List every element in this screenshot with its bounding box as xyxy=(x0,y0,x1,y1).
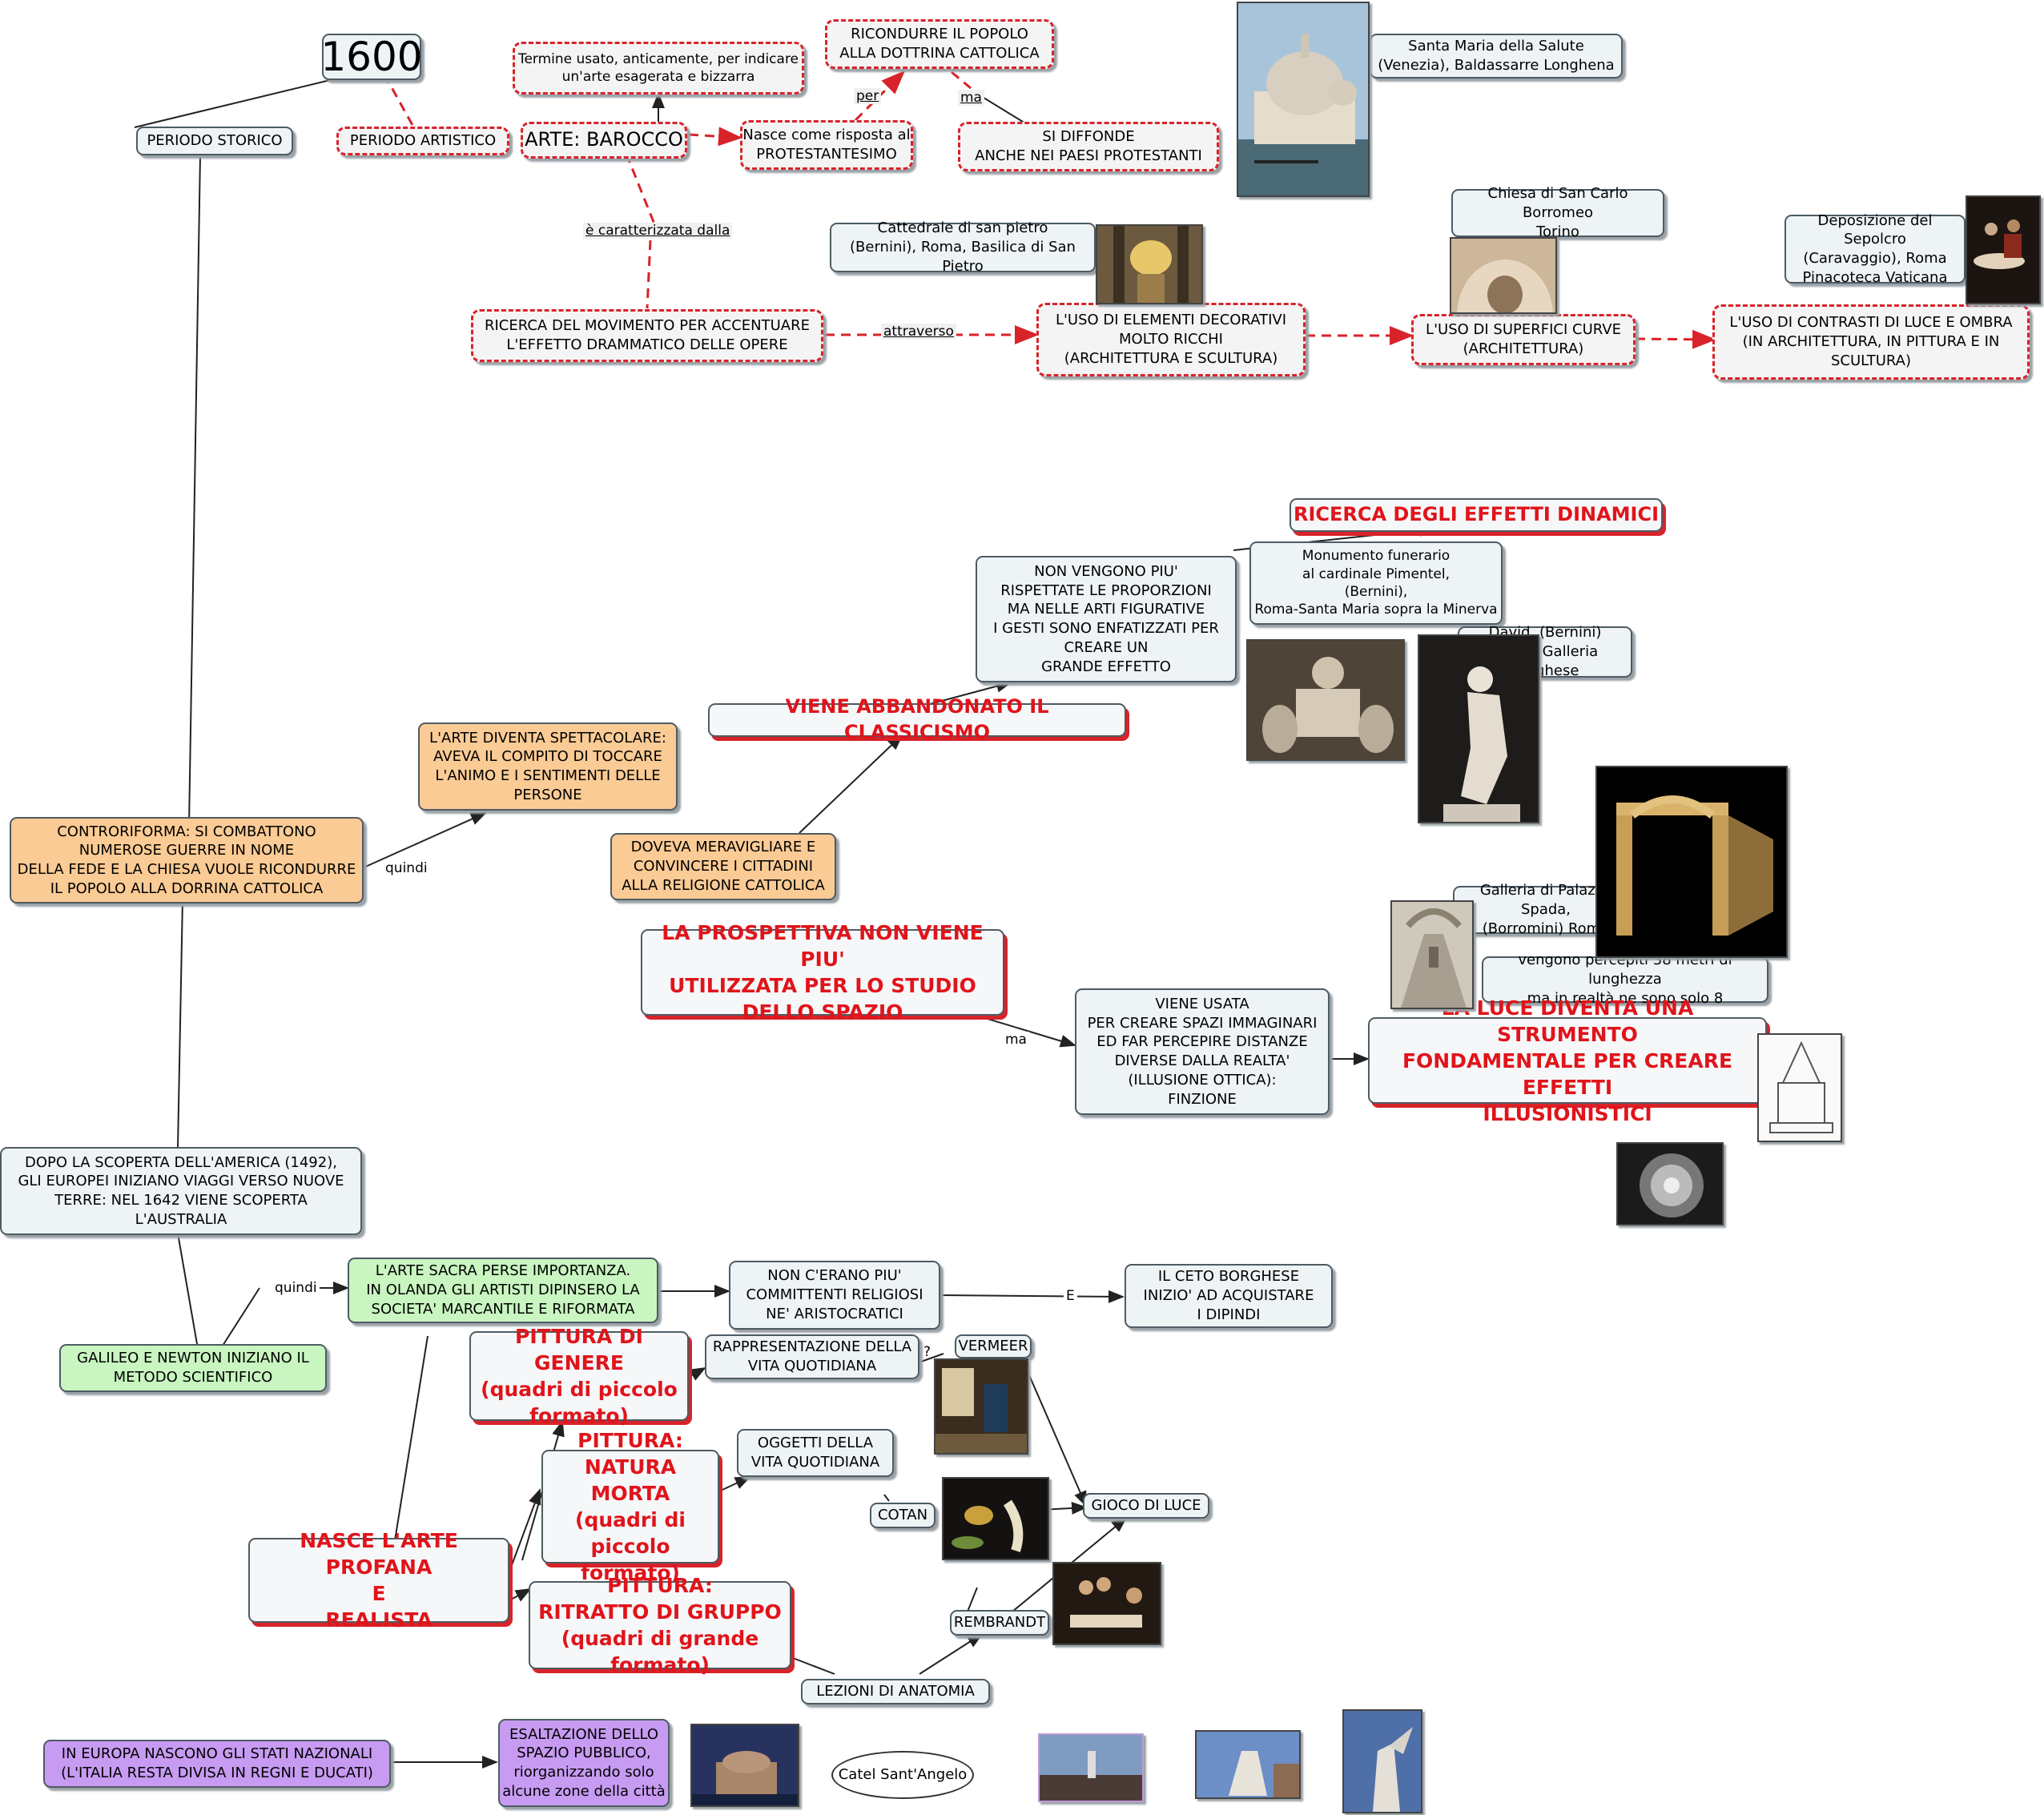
node-committenti[interactable]: NON C'ERANO PIU' COMMITTENTI RELIGIOSI N… xyxy=(729,1261,940,1330)
link-label-per: per xyxy=(854,88,881,104)
angelo-statua-image[interactable] xyxy=(1195,1730,1301,1799)
link-label-question: ? xyxy=(921,1344,933,1360)
link-label-quindi-2: quindi xyxy=(272,1280,320,1296)
node-dopo-scoperta[interactable]: DOPO LA SCOPERTA DELL'AMERICA (1492), GL… xyxy=(0,1147,362,1235)
node-ricerca-dinamici[interactable]: RICERCA DEGLI EFFETTI DINAMICI xyxy=(1290,498,1663,532)
angelo-ponte-image[interactable] xyxy=(1342,1709,1422,1813)
node-catel[interactable]: Catel Sant'Angelo xyxy=(831,1751,974,1799)
node-controriforma[interactable]: CONTRORIFORMA: SI COMBATTONO NUMEROSE GU… xyxy=(10,817,364,903)
node-uso-contrasti[interactable]: L'USO DI CONTRASTI DI LUCE E OMBRA (IN A… xyxy=(1712,304,2030,380)
node-arte-barocco[interactable]: ARTE: BAROCCO xyxy=(521,122,687,159)
cupola-image[interactable] xyxy=(1616,1142,1724,1225)
chiesa-san-carlo-image[interactable] xyxy=(1450,237,1557,314)
cattedrale-san-pietro-image[interactable] xyxy=(1096,224,1203,304)
link-label-e: E xyxy=(1064,1288,1077,1304)
node-periodo-artistico[interactable]: PERIODO ARTISTICO xyxy=(336,127,509,155)
node-periodo-storico[interactable]: PERIODO STORICO xyxy=(136,127,293,155)
node-ricondurre[interactable]: RICONDURRE IL POPOLO ALLA DOTTRINA CATTO… xyxy=(825,19,1054,69)
node-cotan[interactable]: COTAN xyxy=(870,1503,935,1528)
santa-maria-salute-image[interactable] xyxy=(1237,2,1370,197)
node-si-diffonde[interactable]: SI DIFFONDE ANCHE NEI PAESI PROTESTANTI xyxy=(958,122,1219,171)
node-ricerca-movimento[interactable]: RICERCA DEL MOVIMENTO PER ACCENTUARE L'E… xyxy=(471,309,823,362)
deposizione-caravaggio-image[interactable] xyxy=(1966,195,2041,304)
title-1600[interactable]: 1600 xyxy=(322,34,421,80)
node-oggetti[interactable]: OGGETTI DELLA VITA QUOTIDIANA xyxy=(737,1429,894,1477)
prospettiva-spada-image[interactable] xyxy=(1595,766,1788,958)
node-gioco-luce[interactable]: GIOCO DI LUCE xyxy=(1083,1493,1209,1519)
node-nasce-risposta[interactable]: Nasce come risposta al PROTESTANTESIMO xyxy=(740,120,913,170)
vermeer-image[interactable] xyxy=(934,1358,1028,1455)
node-arte-sacra[interactable]: L'ARTE SACRA PERSE IMPORTANZA. IN OLANDA… xyxy=(348,1258,658,1323)
monumento-pimentel-image[interactable] xyxy=(1246,639,1405,761)
node-prospettiva[interactable]: LA PROSPETTIVA NON VIENE PIU' UTILIZZATA… xyxy=(641,929,1004,1016)
link-label-ma: ma xyxy=(958,90,984,106)
tempietto-image[interactable] xyxy=(1757,1033,1842,1142)
node-meravigliare[interactable]: DOVEVA MERAVIGLIARE E CONVINCERE I CITTA… xyxy=(610,833,836,900)
node-ceto[interactable]: IL CETO BORGHESE INIZIO' AD ACQUISTARE I… xyxy=(1125,1264,1333,1328)
node-uso-decorativi[interactable]: L'USO DI ELEMENTI DECORATIVI MOLTO RICCH… xyxy=(1036,303,1306,376)
node-vermeer[interactable]: VERMEER xyxy=(955,1334,1032,1358)
node-rembrandt[interactable]: REMBRANDT xyxy=(950,1610,1049,1636)
node-lezioni[interactable]: LEZIONI DI ANATOMIA xyxy=(801,1679,990,1704)
node-arte-profana[interactable]: NASCE L'ARTE PROFANA E REALISTA xyxy=(248,1538,509,1623)
node-termine[interactable]: Termine usato, anticamente, per indicare… xyxy=(513,42,804,95)
node-luce-strumento[interactable]: LA LUCE DIVENTA UNA STRUMENTO FONDAMENTA… xyxy=(1368,1017,1767,1104)
castel-santangelo-image[interactable] xyxy=(690,1724,799,1807)
node-esaltazione[interactable]: ESALTAZIONE DELLO SPAZIO PUBBLICO, riorg… xyxy=(498,1719,670,1807)
link-label-attraverso: attraverso xyxy=(881,324,956,340)
node-santa-maria[interactable]: Santa Maria della Salute (Venezia), Bald… xyxy=(1370,34,1623,78)
node-galileo[interactable]: GALILEO E NEWTON INIZIANO IL METODO SCIE… xyxy=(59,1344,327,1392)
node-viene-usata[interactable]: VIENE USATA PER CREARE SPAZI IMMAGINARI … xyxy=(1075,988,1330,1115)
node-non-vengono[interactable]: NON VENGONO PIU' RISPETTATE LE PROPORZIO… xyxy=(976,556,1237,682)
node-uso-curve[interactable]: L'USO DI SUPERFICI CURVE (ARCHITETTURA) xyxy=(1411,314,1636,365)
node-ritratto[interactable]: PITTURA: RITRATTO DI GRUPPO (quadri di g… xyxy=(529,1581,791,1669)
node-deposizione[interactable]: Deposizione del Sepolcro (Caravaggio), R… xyxy=(1784,215,1966,284)
node-monumento[interactable]: Monumento funerario al cardinale Pimente… xyxy=(1249,541,1503,625)
node-spettacolare[interactable]: L'ARTE DIVENTA SPETTACOLARE: AVEVA IL CO… xyxy=(418,722,678,811)
link-label-quindi: quindi xyxy=(383,860,430,876)
link-label-ma-2: ma xyxy=(1003,1032,1029,1048)
ponte-angeli-image[interactable] xyxy=(1038,1733,1144,1802)
david-bernini-image[interactable] xyxy=(1418,634,1539,823)
link-label-caratterizzata: è caratterizzata dalla xyxy=(583,223,732,239)
galleria-spada-image[interactable] xyxy=(1390,900,1474,1009)
rembrandt-image[interactable] xyxy=(1052,1562,1161,1645)
node-rappresentazione[interactable]: RAPPRESENTAZIONE DELLA VITA QUOTIDIANA xyxy=(705,1334,919,1379)
cotan-image[interactable] xyxy=(942,1477,1049,1560)
node-pittura-genere[interactable]: PITTURA DI GENERE (quadri di piccolo for… xyxy=(469,1331,689,1421)
node-cattedrale[interactable]: Cattedrale di san pietro (Bernini), Roma… xyxy=(830,223,1096,272)
node-stati[interactable]: IN EUROPA NASCONO GLI STATI NAZIONALI (L… xyxy=(43,1740,391,1788)
node-abbandonato[interactable]: VIENE ABBANDONATO IL CLASSICISMO xyxy=(708,703,1126,737)
node-natura-morta[interactable]: PITTURA: NATURA MORTA (quadri di piccolo… xyxy=(541,1450,719,1563)
node-chiesa-borromeo[interactable]: Chiesa di San Carlo Borromeo Torino xyxy=(1451,189,1664,237)
